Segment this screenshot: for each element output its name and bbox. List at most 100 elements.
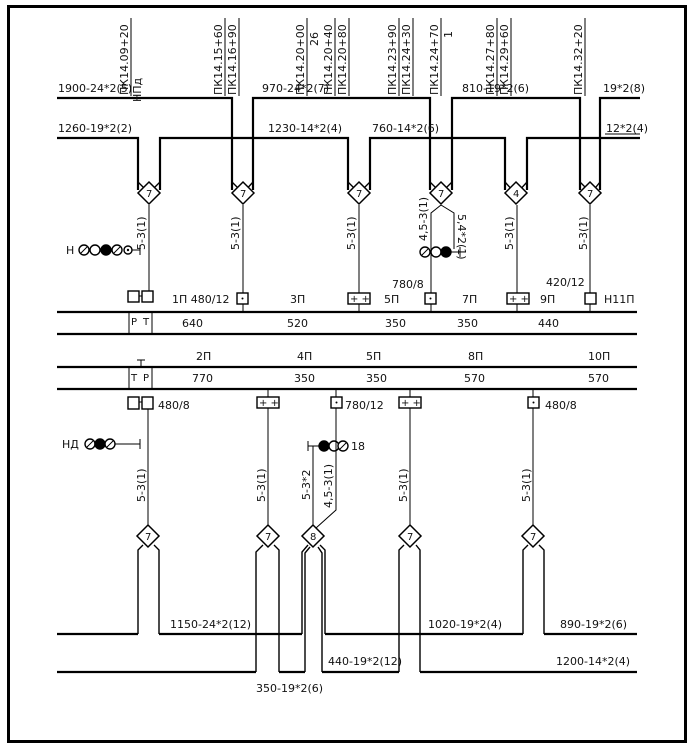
tap-label: 5-3(1) bbox=[255, 468, 268, 502]
signal-h: Н bbox=[66, 244, 141, 257]
section-label: 5П bbox=[384, 293, 399, 306]
tap-label: 5-3(1) bbox=[135, 216, 148, 250]
junction-box: 7 bbox=[428, 180, 454, 206]
picket: ПК14.20+40 bbox=[322, 18, 336, 96]
cable-label: 890-19*2(6) bbox=[560, 618, 627, 631]
section-label: 10П bbox=[588, 350, 610, 363]
bottom-branches bbox=[137, 544, 545, 672]
rt-label: Р bbox=[131, 317, 137, 328]
plus-marks: + + bbox=[401, 398, 421, 409]
transformer-label: 780/12 bbox=[345, 399, 384, 412]
top-main-cable-1 bbox=[57, 96, 640, 190]
junction-box-diamond bbox=[346, 180, 372, 206]
junction-box-diamond bbox=[135, 523, 161, 549]
junction-box-number: 7 bbox=[146, 189, 152, 200]
picket: ПК14.15+60 bbox=[212, 18, 226, 96]
tap-label: 5,4*2(1) bbox=[455, 214, 468, 260]
signal-label: 18 bbox=[351, 440, 365, 453]
top-taps bbox=[148, 204, 591, 297]
junction-box: 7 bbox=[397, 523, 423, 549]
picket-label: ПК14.16+90 bbox=[226, 24, 239, 95]
cable-label: 1150-24*2(12) bbox=[170, 618, 251, 631]
section-length: 350 bbox=[457, 317, 478, 330]
junction-box: 7 bbox=[136, 180, 162, 206]
section-label: 3П bbox=[290, 293, 305, 306]
transformer-label: 420/12 bbox=[546, 276, 585, 289]
junction-box-diamond bbox=[520, 523, 546, 549]
section-label: 5П bbox=[366, 350, 381, 363]
junction-box-diamond bbox=[300, 523, 326, 549]
tap-label: 4,5-3(1) bbox=[322, 464, 335, 508]
plus-marks: + + bbox=[259, 398, 279, 409]
junction-box-number: 7 bbox=[587, 189, 593, 200]
rt-label: Т bbox=[130, 373, 138, 384]
cable-label: 970-24*2(7) bbox=[262, 82, 329, 95]
tap-label: 5-3(1) bbox=[503, 216, 516, 250]
cable-label: 810-19*2(6) bbox=[462, 82, 529, 95]
signal-label: Н bbox=[66, 244, 74, 257]
tap-label: 5-3(1) bbox=[577, 216, 590, 250]
bottom-tap-labels: 5-3(1) 5-3(1) 5-3*2 4,5-3(1) 5-3(1) 5-3(… bbox=[135, 464, 533, 508]
junction-box: 4 bbox=[503, 180, 529, 206]
transformer-label: 780/8 bbox=[392, 278, 424, 291]
picket-label: ПК14.20+40 bbox=[322, 24, 335, 95]
picket-label: ПК14.27+80 bbox=[484, 24, 497, 95]
cable-label: 12*2(4) bbox=[606, 122, 648, 135]
picket-sublabel: 1 bbox=[442, 31, 455, 38]
plus-marks: + + bbox=[350, 294, 370, 305]
picket-label: ПК14.20+00 bbox=[294, 24, 307, 95]
tap-label: 5-3(1) bbox=[520, 468, 533, 502]
picket: ПК14.29+60 bbox=[498, 18, 512, 96]
junction-box-number: 7 bbox=[145, 532, 151, 543]
cable-label: 440-19*2(12) bbox=[328, 655, 402, 668]
tap-label: 5-3(1) bbox=[229, 216, 242, 250]
cable-label: 1260-19*2(2) bbox=[58, 122, 132, 135]
bottom-taps bbox=[147, 408, 534, 529]
transformer-label: 480/8 bbox=[545, 399, 577, 412]
section-label: 8П bbox=[468, 350, 483, 363]
cable-label: 1020-19*2(4) bbox=[428, 618, 502, 631]
junction-box: 7 bbox=[577, 180, 603, 206]
junction-box-diamond bbox=[503, 180, 529, 206]
junction-box: 8 bbox=[300, 523, 326, 549]
tap-label: 5-3(1) bbox=[345, 216, 358, 250]
signal-lamps-icon bbox=[419, 246, 461, 258]
transformer-label: 480/8 bbox=[158, 399, 190, 412]
bottom-track: Т Р + + + + bbox=[57, 359, 637, 410]
section-length: 570 bbox=[588, 372, 609, 385]
section-length: 440 bbox=[538, 317, 559, 330]
picket-label: ПК14.24+30 bbox=[400, 24, 413, 95]
junction-box-number: 7 bbox=[265, 532, 271, 543]
junction-box: 7 bbox=[520, 523, 546, 549]
signal-lamps-icon bbox=[78, 244, 141, 256]
cable-label: 760-14*2(6) bbox=[372, 122, 439, 135]
section-label: 7П bbox=[462, 293, 477, 306]
top-track: Р Т + + + + bbox=[57, 290, 637, 336]
signal-nd: НД bbox=[62, 438, 141, 451]
junction-box-number: 7 bbox=[530, 532, 536, 543]
section-length: 770 bbox=[192, 372, 213, 385]
picket-label: ПК14.20+80 bbox=[336, 24, 349, 95]
section-length: 350 bbox=[294, 372, 315, 385]
transformer-label: 1П 480/12 bbox=[172, 293, 229, 306]
plus-marks: + + bbox=[509, 294, 529, 305]
section-label: 9П bbox=[540, 293, 555, 306]
picket: ПК14.27+80 bbox=[484, 18, 498, 96]
junction-box-diamond bbox=[230, 180, 256, 206]
picket: ПК14.20+80 bbox=[336, 18, 350, 96]
picket-label: ПК14.24+70 bbox=[428, 24, 441, 95]
section-label: 2П bbox=[196, 350, 211, 363]
junction-box-number: 7 bbox=[438, 189, 444, 200]
junction-box-diamond bbox=[136, 180, 162, 206]
junction-box-number: 8 bbox=[310, 532, 316, 543]
picket-label: ПК14.23+90 bbox=[386, 24, 399, 95]
cable-label: 1200-14*2(4) bbox=[556, 655, 630, 668]
section-label: 4П bbox=[297, 350, 312, 363]
tap-label: 5-3(1) bbox=[397, 468, 410, 502]
picket-sublabel: 26 bbox=[308, 32, 321, 46]
